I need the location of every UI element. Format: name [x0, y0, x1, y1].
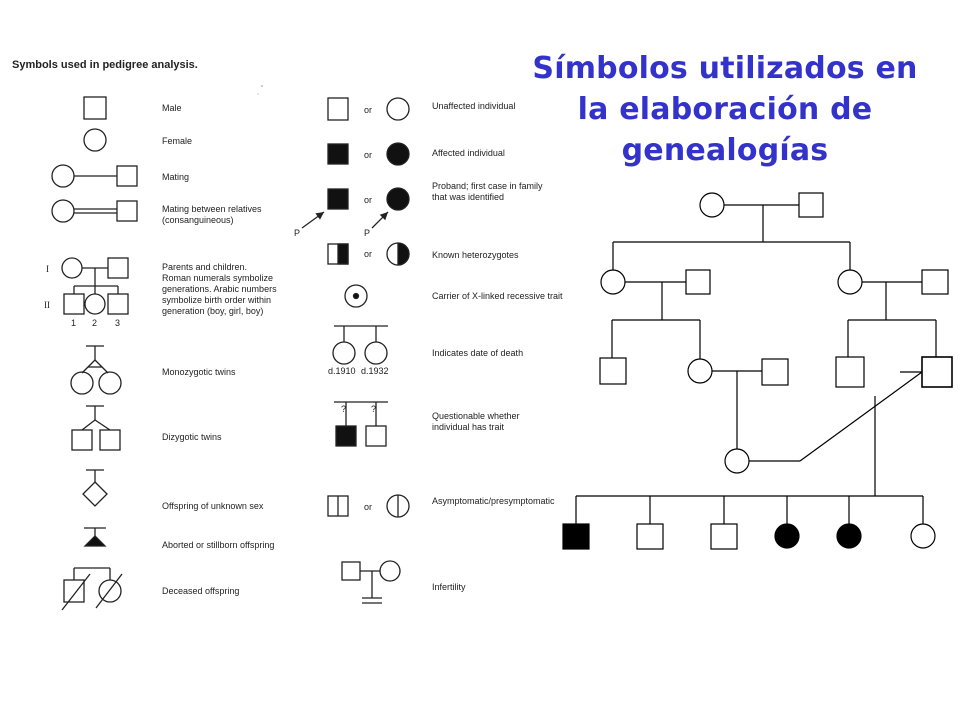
label-aborted: Aborted or stillborn offspring [162, 540, 274, 550]
label-unknown-sex: Offspring of unknown sex [162, 501, 264, 511]
consanguineous-symbol [51, 199, 138, 223]
label-asymptomatic: Asymptomatic/presymptomatic [432, 496, 555, 506]
pedigree-male-unaffected [921, 269, 949, 295]
or-label-3: or [364, 195, 372, 205]
pedigree-female-unaffected [699, 192, 725, 218]
pedigree-female-affected [836, 523, 862, 549]
label-questionable-2: individual has trait [432, 422, 505, 432]
parents-children-symbol: I II 1 2 3 [44, 257, 129, 328]
title-line-3: genealogías [621, 133, 829, 168]
pedigree-male-unaffected [710, 523, 738, 550]
pedigree-female-unaffected [837, 269, 863, 295]
mating-line [799, 371, 923, 462]
reference-sheet: Symbols used in pedigree analysis. Male … [12, 59, 563, 611]
label-parents-3: generations. Arabic numbers [162, 284, 277, 294]
dizygotic-twins-symbol [71, 405, 121, 451]
pedigree-male-unaffected [761, 358, 789, 386]
scan-speck [257, 93, 259, 95]
question-mark-1: ? [341, 404, 346, 414]
or-label-5: or [364, 502, 372, 512]
pedigree-female-affected [774, 523, 800, 549]
pedigree-male-unaffected [636, 523, 664, 550]
label-questionable-1: Questionable whether [432, 411, 520, 421]
or-label-4: or [364, 249, 372, 259]
proband-symbol: or P P [294, 187, 410, 238]
pedigree-female-unaffected [687, 358, 713, 384]
pedigree-male-unaffected [599, 357, 627, 385]
slide-title: Símbolos utilizados en la elaboración de… [505, 48, 945, 171]
label-parents-1: Parents and children. [162, 262, 247, 272]
male-symbol [83, 96, 107, 120]
or-label-2: or [364, 150, 372, 160]
pedigree-male-affected [562, 523, 590, 550]
proband-marker-2: P [364, 228, 370, 238]
label-parents-2: Roman numerals symbolize [162, 273, 273, 283]
label-consanguineous-2: (consanguineous) [162, 215, 234, 225]
label-infertility: Infertility [432, 582, 466, 592]
monozygotic-twins-symbol [70, 345, 122, 395]
reference-heading: Symbols used in pedigree analysis. [12, 59, 198, 71]
title-line-2: la elaboración de [577, 92, 873, 127]
birth-order-2: 2 [92, 318, 97, 328]
label-monozygotic: Monozygotic twins [162, 367, 236, 377]
death-date-2: d.1932 [361, 366, 389, 376]
heterozygote-symbol: or [327, 242, 410, 266]
affected-symbol: or [327, 142, 410, 166]
pedigree-male-unaffected [685, 269, 711, 295]
pedigree-male-unaffected [835, 356, 865, 388]
date-of-death-symbol: d.1910 d.1932 [328, 325, 389, 376]
pedigree-female-unaffected [600, 269, 626, 295]
label-parents-4: symbolize birth order within [162, 295, 271, 305]
example-pedigree [562, 192, 953, 550]
generation-numeral-2: II [44, 300, 50, 310]
pedigree-female-unaffected [910, 523, 936, 549]
mating-symbol [51, 164, 138, 188]
proband-marker-1: P [294, 228, 300, 238]
label-proband-2: that was identified [432, 192, 504, 202]
label-deceased: Deceased offspring [162, 586, 239, 596]
unknown-sex-symbol [82, 469, 108, 507]
generation-numeral-1: I [46, 264, 49, 274]
x-carrier-symbol [344, 284, 368, 308]
label-date-of-death: Indicates date of death [432, 348, 523, 358]
or-label-1: or [364, 105, 372, 115]
death-date-1: d.1910 [328, 366, 356, 376]
birth-order-1: 1 [71, 318, 76, 328]
label-heterozygotes: Known heterozygotes [432, 250, 519, 260]
label-male: Male [162, 103, 182, 113]
aborted-symbol [83, 527, 107, 547]
label-consanguineous-1: Mating between relatives [162, 204, 262, 214]
label-proband-1: Proband; first case in family [432, 181, 543, 191]
title-line-1: Símbolos utilizados en [532, 51, 918, 86]
infertility-symbol [341, 560, 401, 604]
scan-speck [261, 85, 263, 87]
label-dizygotic: Dizygotic twins [162, 432, 222, 442]
unaffected-symbol: or [327, 97, 410, 121]
female-symbol [83, 128, 107, 152]
asymptomatic-symbol: or [327, 494, 410, 518]
deceased-symbol [61, 567, 123, 611]
pedigree-male-unaffected [921, 356, 953, 388]
question-mark-2: ? [371, 404, 376, 414]
pedigree-female-unaffected [724, 448, 750, 474]
label-unaffected: Unaffected individual [432, 101, 515, 111]
label-affected: Affected individual [432, 148, 505, 158]
birth-order-3: 3 [115, 318, 120, 328]
questionable-symbol: ? ? [334, 401, 388, 447]
label-mating: Mating [162, 172, 189, 182]
label-x-carrier: Carrier of X-linked recessive trait [432, 291, 563, 301]
pedigree-male-unaffected [798, 192, 824, 218]
label-female: Female [162, 136, 192, 146]
label-parents-5: generation (boy, girl, boy) [162, 306, 263, 316]
